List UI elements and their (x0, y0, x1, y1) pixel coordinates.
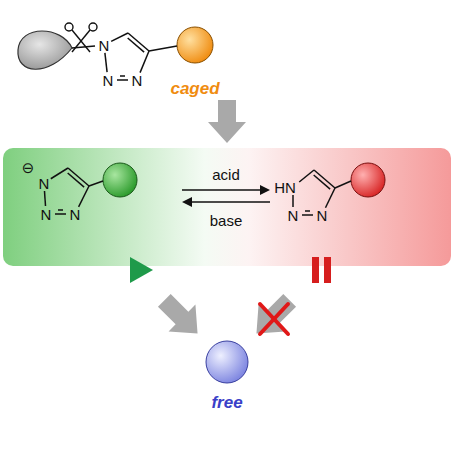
bond-line (305, 210, 310, 212)
bond-line (68, 173, 84, 187)
bond-line (335, 181, 351, 188)
cage-group (18, 31, 72, 69)
bond-line (89, 181, 103, 186)
scissors-icon (65, 23, 97, 52)
atom-label: N (99, 38, 110, 53)
bond-line (128, 38, 144, 52)
payload-circle (177, 27, 213, 63)
free-label: free (211, 394, 242, 411)
payload-circle (103, 163, 137, 197)
bond-line (314, 175, 330, 189)
bond-line (140, 51, 149, 73)
bond-line (292, 195, 294, 207)
reagent-label: acid (212, 167, 240, 182)
play-symbol (130, 257, 153, 283)
bond-line (55, 213, 66, 215)
atom-label: N (317, 208, 328, 223)
free-payload-circle (206, 341, 248, 383)
atom-label: N (288, 208, 299, 223)
bond-line (128, 33, 149, 51)
block-arrow (151, 287, 211, 347)
bond-line (325, 188, 335, 208)
bond-line (314, 170, 335, 188)
atom-label: HN (274, 180, 296, 195)
bond-line (58, 209, 63, 211)
equilibrium-arrows (182, 185, 270, 207)
charge-label: ⊖ (22, 160, 35, 175)
reagent-label: base (210, 213, 243, 228)
payload-circle (351, 163, 385, 197)
atom-label: N (41, 207, 52, 222)
bond-line (299, 170, 314, 182)
bond-line (68, 168, 89, 186)
pause-symbol (324, 257, 331, 283)
atom-label: N (132, 73, 143, 88)
bond-line (51, 168, 68, 179)
bond-line (117, 79, 128, 81)
bond-line (79, 186, 89, 207)
atom-label: N (70, 207, 81, 222)
atom-label: N (39, 176, 50, 191)
block-arrow (208, 100, 246, 143)
cross-mark (260, 304, 288, 334)
bond-line (44, 191, 46, 206)
bond-line (120, 75, 125, 77)
atom-label: N (103, 73, 114, 88)
bond-line (111, 33, 128, 41)
pause-symbol (312, 257, 319, 283)
state-band (3, 148, 451, 266)
caged-label: caged (170, 80, 219, 97)
blocked-arrow (243, 287, 303, 347)
bond-line (302, 214, 313, 216)
bond-line (105, 53, 107, 72)
bond-line (149, 46, 177, 51)
